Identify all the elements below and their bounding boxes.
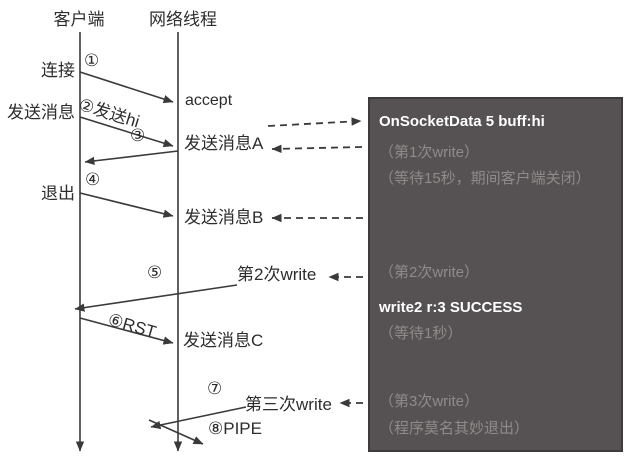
step-8-marker: ⑧PIPE [208,419,262,438]
arrow-rst [79,317,174,345]
log-line-third-write: （第3次write） [379,393,480,410]
log-line-onsocketdata: OnSocketData 5 buff:hi [379,113,545,130]
dashed-arrow-to-panel [267,117,362,127]
message-a-label: 发送消息A [184,134,264,153]
arrow-exit [79,192,174,218]
step-1-marker: ① [84,51,100,70]
exit-label: 退出 [41,184,75,203]
step-4-marker: ④ [85,170,101,189]
second-write-label: 第2次write [237,265,317,284]
log-line-first-write: （第1次write） [379,144,480,161]
log-line-wait15: （等待15秒，期间客户端关闭） [379,170,591,187]
log-line-second-write: （第2次write） [379,264,480,281]
message-b-label: 发送消息B [184,208,264,227]
send-message-label: 发送消息 [7,103,75,122]
accept-label: accept [185,92,233,109]
actor-label-client: 客户端 [53,10,105,29]
dashed-arrow-first-write [271,144,363,153]
arrow-third-write [150,406,247,430]
log-panel: OnSocketData 5 buff:hi （第1次write） （等待15秒… [368,97,623,452]
log-line-program-exit: （程序莫名其妙退出） [379,420,530,437]
actor-label-thread: 网络线程 [149,10,217,29]
arrow-second-write [74,284,238,312]
arrow-pipe [148,419,204,445]
step-7-marker: ⑦ [207,379,223,398]
arrow-connect [79,71,174,104]
message-c-label: 发送消息C [183,331,264,350]
arrow-reply-after-a [84,150,179,166]
log-line-write2-success: write2 r:3 SUCCESS [379,299,523,316]
arrow-send-hi [79,116,174,148]
connect-label: 连接 [41,61,75,80]
step-5-marker: ⑤ [147,263,163,282]
third-write-label: 第三次write [245,395,332,414]
log-line-wait1: （等待1秒） [379,325,463,342]
step-3-marker: ③ [130,126,146,145]
